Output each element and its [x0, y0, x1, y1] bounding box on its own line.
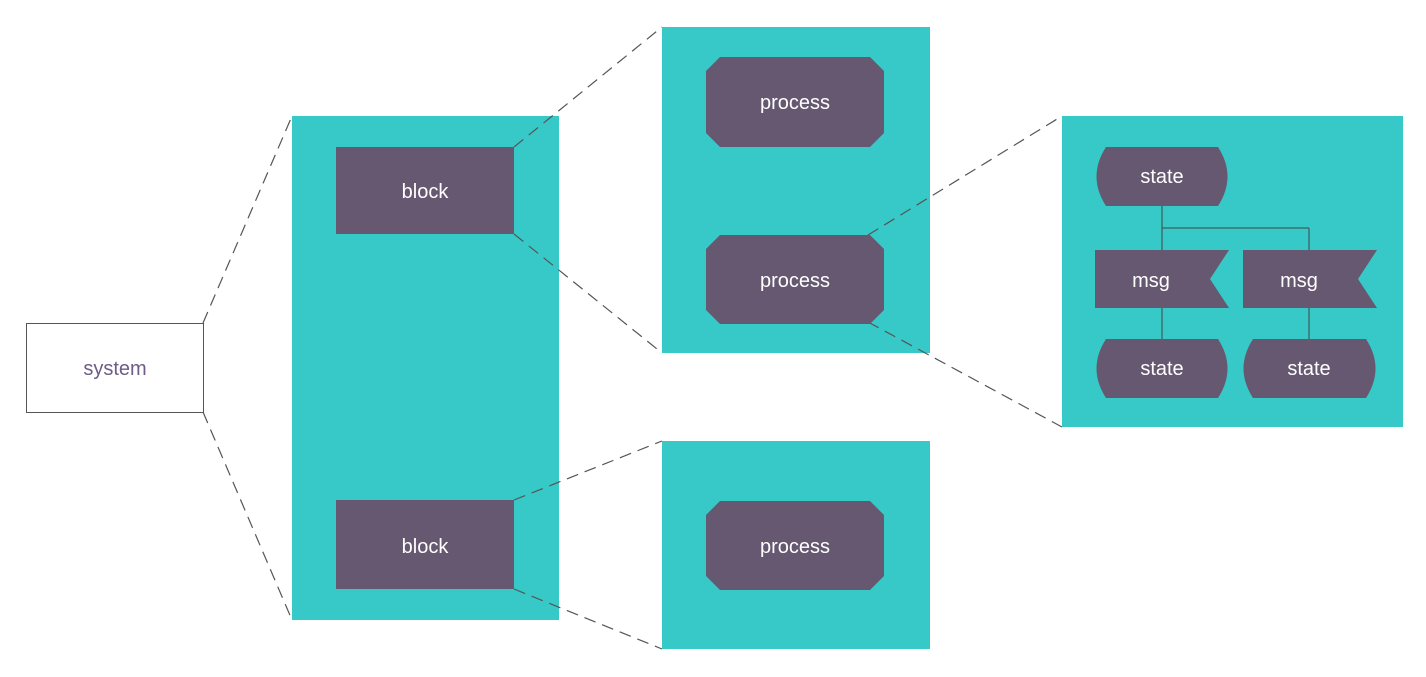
connector-line	[202, 411, 293, 621]
state-label-2: state	[1140, 358, 1183, 380]
msg-shape-1[interactable]	[1095, 250, 1229, 308]
state-shape-1[interactable]	[1096, 147, 1228, 206]
block-bottom-label: block	[402, 536, 450, 558]
connector-line	[202, 115, 293, 324]
block-top[interactable]	[336, 147, 514, 234]
connector-line	[513, 588, 663, 650]
process-label-3: process	[760, 536, 830, 558]
expansion-connectors	[202, 26, 1063, 650]
system-label: system	[83, 358, 146, 380]
state-label-1: state	[1140, 166, 1183, 188]
block-top-label: block	[402, 181, 450, 203]
system-box[interactable]	[26, 323, 204, 413]
msg-shape-2[interactable]	[1243, 250, 1377, 308]
connector-line	[513, 440, 663, 501]
connector-line	[513, 233, 663, 354]
state-label-3: state	[1287, 358, 1330, 380]
process-label-2: process	[760, 270, 830, 292]
state-tree-lines	[1161, 206, 1310, 339]
process-shape-2[interactable]	[706, 235, 884, 324]
msg-label-1: msg	[1132, 270, 1170, 292]
state-shape-2[interactable]	[1096, 339, 1228, 398]
connector-line	[513, 26, 663, 148]
block-bottom[interactable]	[336, 500, 514, 589]
msg-label-2: msg	[1280, 270, 1318, 292]
process-label-1: process	[760, 92, 830, 114]
state-shape-3[interactable]	[1243, 339, 1376, 398]
process-shape-1[interactable]	[706, 57, 884, 147]
process-shape-3[interactable]	[706, 501, 884, 590]
